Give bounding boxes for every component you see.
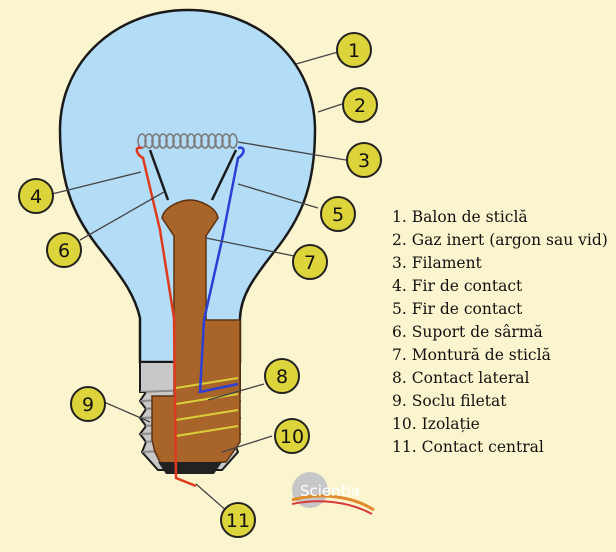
- callout-11-number: 11: [226, 510, 250, 532]
- legend-item: 7.Montură de sticlă: [392, 346, 551, 364]
- callout-11: 11: [220, 502, 256, 538]
- support-wires: [148, 149, 238, 201]
- scientia-logo-text: Scientia: [300, 482, 360, 500]
- callout-9-number: 9: [82, 394, 94, 416]
- legend-item: 11.Contact central: [392, 438, 544, 456]
- insulation: [158, 462, 222, 474]
- legend-item: 2.Gaz inert (argon sau vid): [392, 231, 608, 249]
- contact-wire-blue: [198, 146, 245, 394]
- callout-8-number: 8: [276, 366, 288, 388]
- contact-threads: [175, 377, 239, 437]
- callout-8: 8: [264, 358, 300, 394]
- legend-item: 4.Fir de contact: [392, 277, 523, 295]
- callout-7-number: 7: [304, 252, 316, 274]
- leader-lines: [51, 51, 347, 513]
- scientia-logo: Scientia: [291, 472, 375, 515]
- legend-item: 9.Soclu filetat: [392, 392, 507, 410]
- callout-4-number: 4: [30, 186, 42, 208]
- callout-10: 10: [274, 418, 310, 454]
- legend-item: 10.Izolație: [392, 415, 480, 433]
- callout-5: 5: [320, 196, 356, 232]
- callout-5-number: 5: [332, 204, 344, 226]
- callout-7: 7: [292, 244, 328, 280]
- callout-2: 2: [342, 87, 378, 123]
- legend-item: 8.Contact lateral: [392, 369, 530, 387]
- glass-bulb: [58, 8, 317, 364]
- callout-9: 9: [70, 386, 106, 422]
- filament-coil: [137, 133, 238, 149]
- callout-3: 3: [346, 142, 382, 178]
- legend-item: 6.Suport de sârmă: [392, 323, 543, 341]
- legend-item: 5.Fir de contact: [392, 300, 523, 318]
- legend-list: 1.Balon de sticlă 2.Gaz inert (argon sau…: [392, 206, 608, 459]
- legend-item: 1.Balon de sticlă: [392, 208, 528, 226]
- callout-10-number: 10: [280, 426, 304, 448]
- callout-4: 4: [18, 178, 54, 214]
- callout-1: 1: [336, 32, 372, 68]
- callout-2-number: 2: [354, 95, 366, 117]
- legend-item: 3.Filament: [392, 254, 482, 272]
- callout-1-number: 1: [348, 40, 360, 62]
- callout-6: 6: [46, 232, 82, 268]
- contact-wire-red: [135, 146, 197, 488]
- callout-6-number: 6: [58, 240, 70, 262]
- callout-3-number: 3: [358, 150, 370, 172]
